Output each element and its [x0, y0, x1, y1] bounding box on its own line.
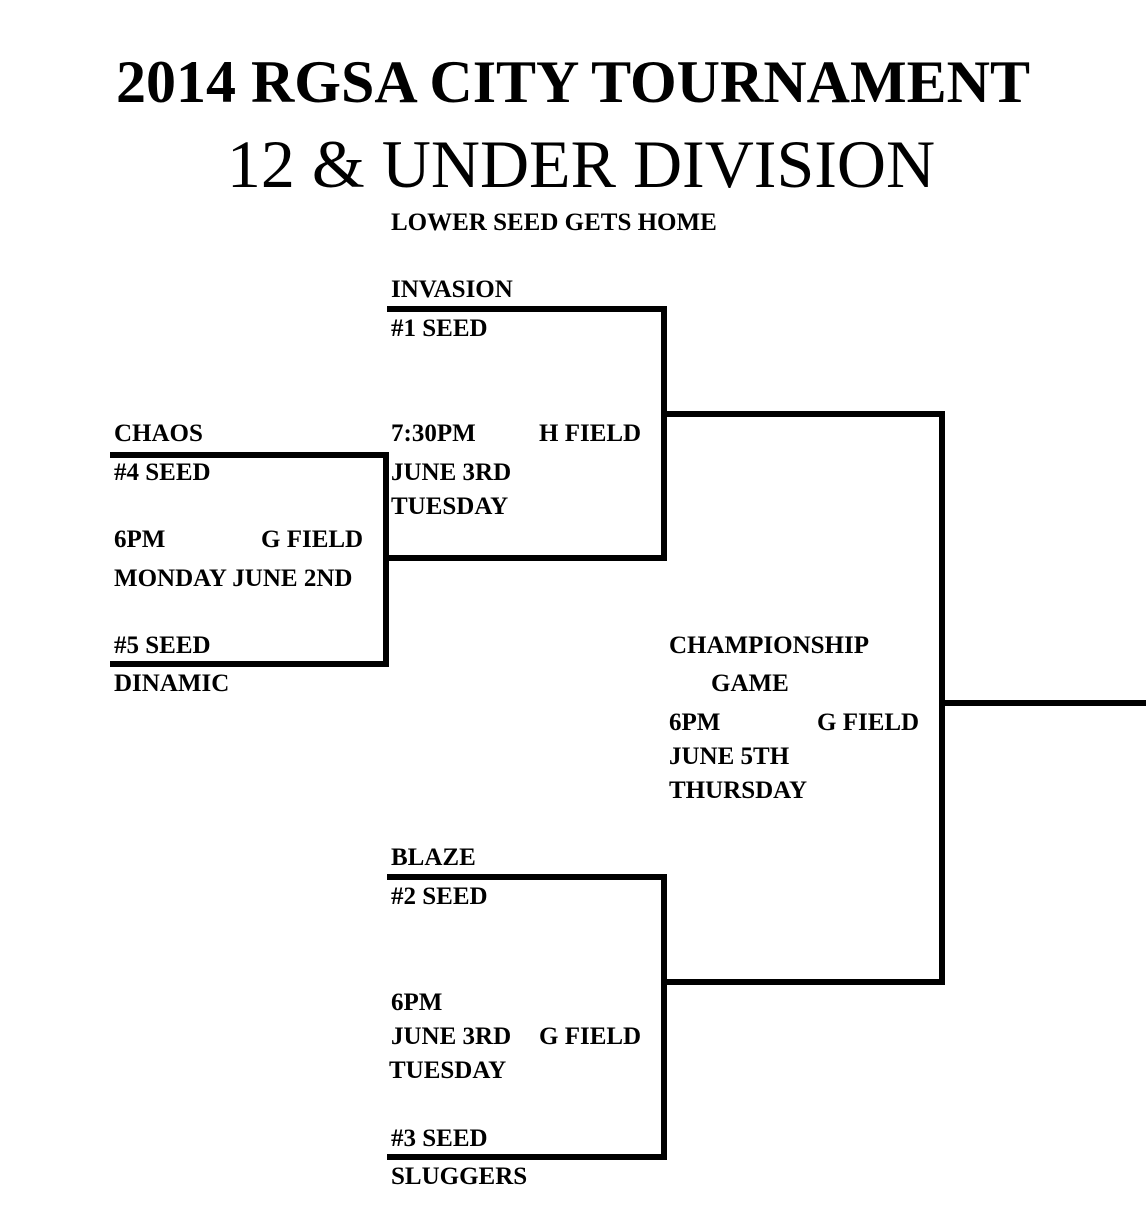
championship-time: 6PM: [669, 709, 721, 736]
bracket-connector-semi-1: [661, 306, 667, 561]
semi-2-date: JUNE 3RD: [391, 1023, 512, 1050]
semi-2-time: 6PM: [391, 989, 443, 1016]
bracket-line-dinamic: [110, 661, 389, 667]
bracket-line-sluggers: [387, 1154, 667, 1160]
seed-1-label: #1 SEED: [391, 315, 488, 342]
championship-field: G FIELD: [817, 709, 920, 736]
bracket-connector-championship: [939, 411, 945, 985]
tournament-title: 2014 RGSA CITY TOURNAMENT: [115, 49, 1031, 115]
semi-1-day: TUESDAY: [391, 493, 509, 520]
championship-game-label: GAME: [711, 670, 789, 697]
bracket-line-invasion: [387, 306, 667, 312]
championship-day: THURSDAY: [669, 777, 808, 804]
play-in-field: G FIELD: [261, 526, 364, 553]
seed-4-label: #4 SEED: [114, 459, 211, 486]
semi-1-date: JUNE 3RD: [391, 459, 512, 486]
bracket-line-semi-1-winner: [661, 411, 945, 417]
semi-2-field: G FIELD: [539, 1023, 642, 1050]
seed-3-label: #3 SEED: [391, 1125, 488, 1152]
championship-label: CHAMPIONSHIP: [669, 632, 869, 659]
team-sluggers: SLUGGERS: [391, 1163, 528, 1190]
semi-1-field: H FIELD: [539, 420, 642, 447]
team-invasion: INVASION: [391, 276, 513, 303]
play-in-time: 6PM: [114, 526, 166, 553]
bracket-line-chaos: [110, 452, 389, 458]
bracket-connector-semi-2: [661, 874, 667, 1160]
seed-2-label: #2 SEED: [391, 883, 488, 910]
semi-1-time: 7:30PM: [391, 420, 476, 447]
semi-2-day: TUESDAY: [389, 1057, 507, 1084]
championship-date: JUNE 5TH: [669, 743, 790, 770]
bracket-line-blaze: [387, 874, 667, 880]
bracket-line-semi-2-winner: [661, 979, 945, 985]
home-rule-note: LOWER SEED GETS HOME: [391, 209, 717, 236]
seed-5-label: #5 SEED: [114, 632, 211, 659]
team-dinamic: DINAMIC: [114, 670, 230, 697]
play-in-date: MONDAY JUNE 2ND: [114, 565, 353, 592]
team-blaze: BLAZE: [391, 844, 476, 871]
bracket-line-play-in-winner: [383, 555, 667, 561]
team-chaos: CHAOS: [114, 420, 203, 447]
division-title: 12 & UNDER DIVISION: [226, 126, 936, 202]
bracket-line-champion: [939, 700, 1146, 706]
